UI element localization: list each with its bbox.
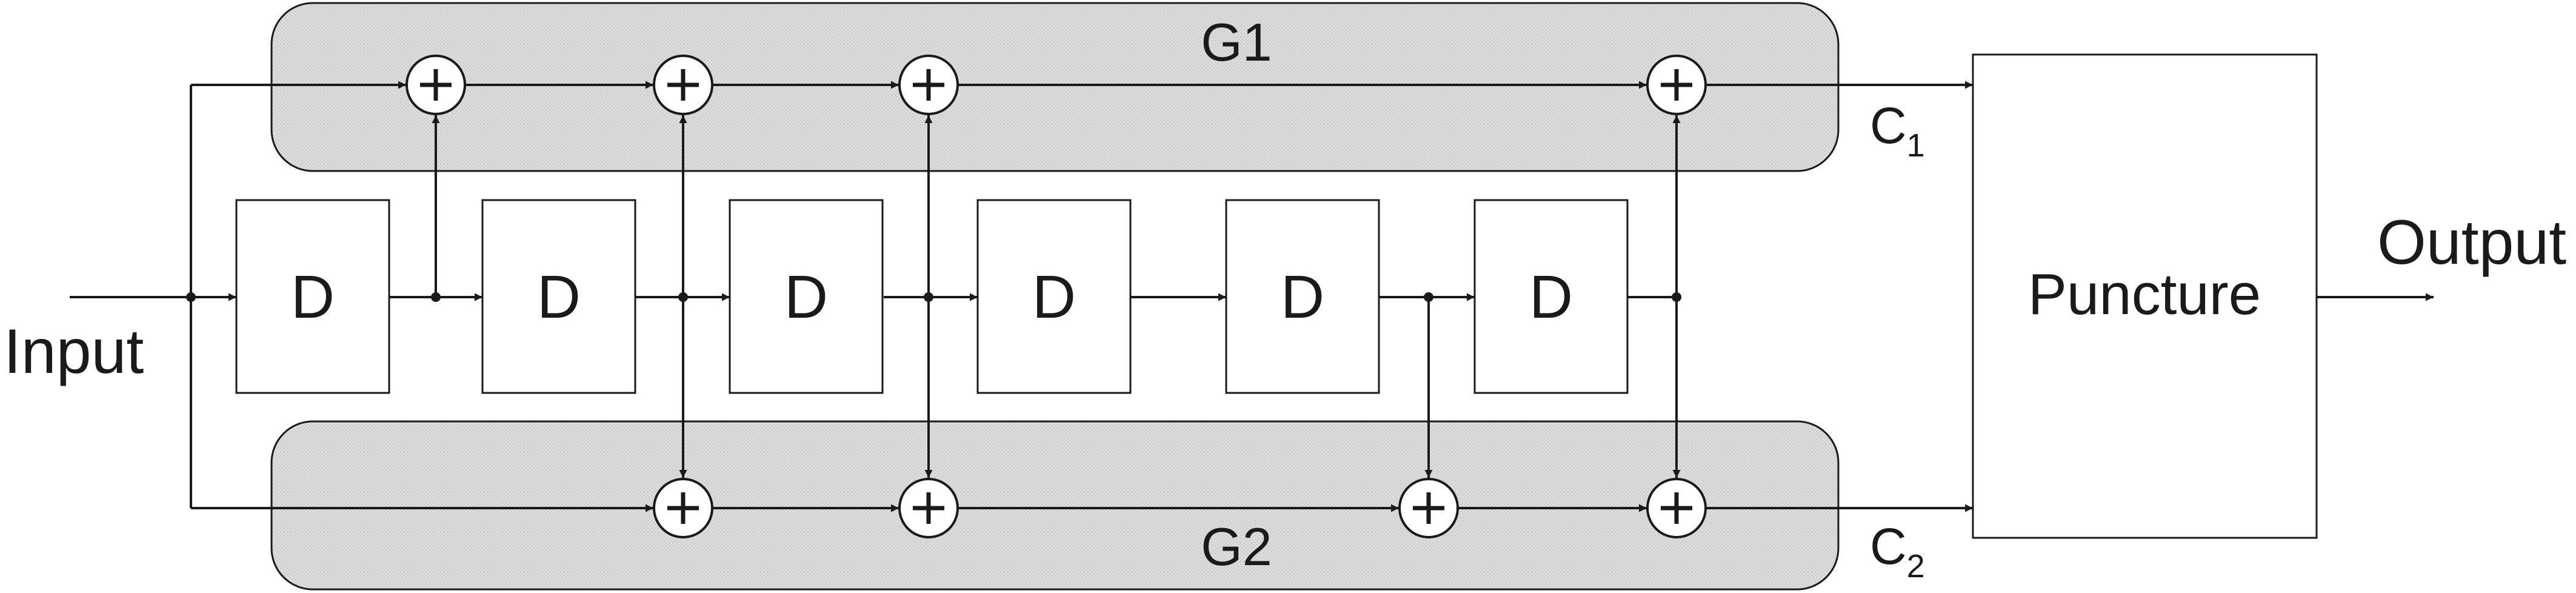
c1-label: C1	[1870, 97, 1925, 164]
c2-label: C2	[1870, 518, 1925, 585]
g2-band	[270, 420, 1840, 591]
c2-subscript: 2	[1907, 548, 1925, 585]
delay-box-outline	[1225, 199, 1380, 394]
delay-box-outline	[481, 199, 636, 394]
adders	[405, 55, 1707, 538]
delay-box-1: D	[235, 199, 390, 394]
delay-box-2: D	[481, 199, 636, 394]
delay-label: D	[537, 263, 581, 331]
g2-adder-2	[898, 478, 959, 538]
delay-box-outline	[1473, 199, 1629, 394]
junction-dot	[431, 292, 441, 302]
g1-adder-4	[1646, 55, 1707, 115]
delay-box-outline	[729, 199, 884, 394]
c1-subscript: 1	[1907, 127, 1925, 164]
junction-dot	[1424, 292, 1433, 302]
delay-label: D	[784, 263, 828, 331]
g2-adder-1	[653, 478, 713, 538]
delay-box-4: D	[976, 199, 1132, 394]
g1-adder-2	[653, 55, 713, 115]
wires	[70, 81, 2434, 512]
g2-label: G2	[1201, 517, 1272, 577]
delay-label: D	[291, 263, 335, 331]
puncture-label: Puncture	[2028, 262, 2261, 327]
delay-label: D	[1529, 263, 1573, 331]
g1-adder-1	[405, 55, 466, 115]
g1-adder-3	[898, 55, 959, 115]
g2-adder-4	[1646, 478, 1707, 538]
junction-dot	[1672, 292, 1681, 302]
junction-dot	[924, 292, 933, 302]
junction-dot	[186, 292, 196, 302]
delay-box-6: D	[1473, 199, 1629, 394]
junction-dot	[678, 292, 688, 302]
input-label: Input	[4, 317, 144, 387]
delay-box-outline	[235, 199, 390, 394]
c1-letter: C	[1870, 97, 1907, 154]
delay-label: D	[1032, 263, 1076, 331]
delay-box-3: D	[729, 199, 884, 394]
delay-box-outline	[976, 199, 1132, 394]
c2-letter: C	[1870, 518, 1907, 575]
output-label: Output	[2377, 207, 2566, 278]
delay-box-5: D	[1225, 199, 1380, 394]
g1-band	[270, 2, 1840, 172]
g1-label: G1	[1201, 12, 1272, 72]
puncture-block	[1972, 53, 2318, 539]
delay-label: D	[1281, 263, 1324, 331]
junction-dots	[186, 292, 1681, 302]
g2-adder-3	[1398, 478, 1459, 538]
